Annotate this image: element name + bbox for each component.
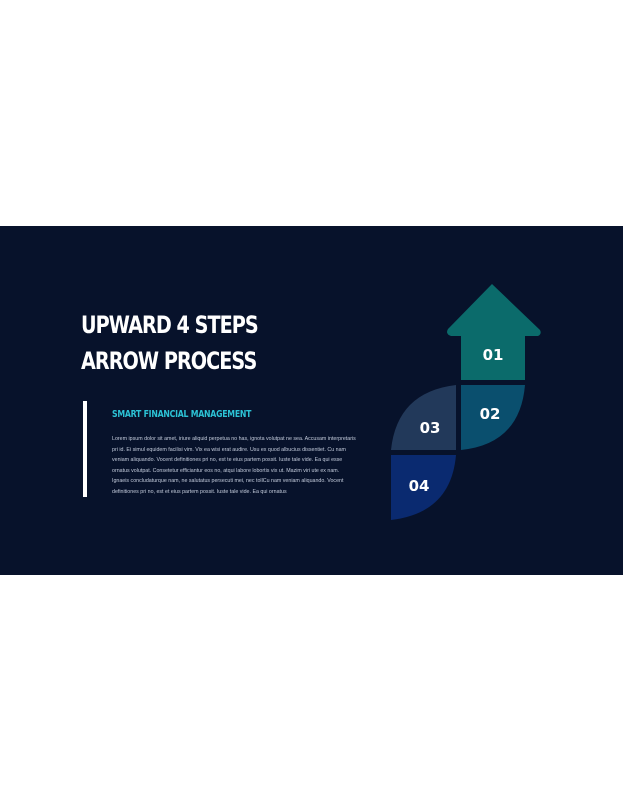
body-text: Lorem ipsum dolor sit amet, iriure aliqu…: [112, 436, 356, 495]
step-04-petal-shape: [391, 455, 456, 520]
slide-title: UPWARD 4 STEPS ARROW PROCESS: [81, 307, 259, 379]
subtitle: SMART FINANCIAL MANAGEMENT: [112, 409, 252, 420]
step-02-label: 02: [480, 405, 501, 423]
step-02-petal-shape: [461, 385, 525, 450]
title-line-1: UPWARD 4 STEPS: [81, 311, 259, 339]
step-03-label: 03: [420, 419, 441, 437]
step-01-arrow-shape: [447, 284, 541, 380]
step-01-label: 01: [483, 346, 504, 364]
step-04-label: 04: [409, 477, 430, 495]
step-03-petal-shape: [391, 385, 456, 450]
accent-bar: [83, 401, 87, 497]
upward-arrow-diagram: 01 02 03 04: [391, 284, 541, 520]
slide: UPWARD 4 STEPS ARROW PROCESS SMART FINAN…: [0, 226, 623, 575]
title-line-2: ARROW PROCESS: [81, 347, 257, 375]
